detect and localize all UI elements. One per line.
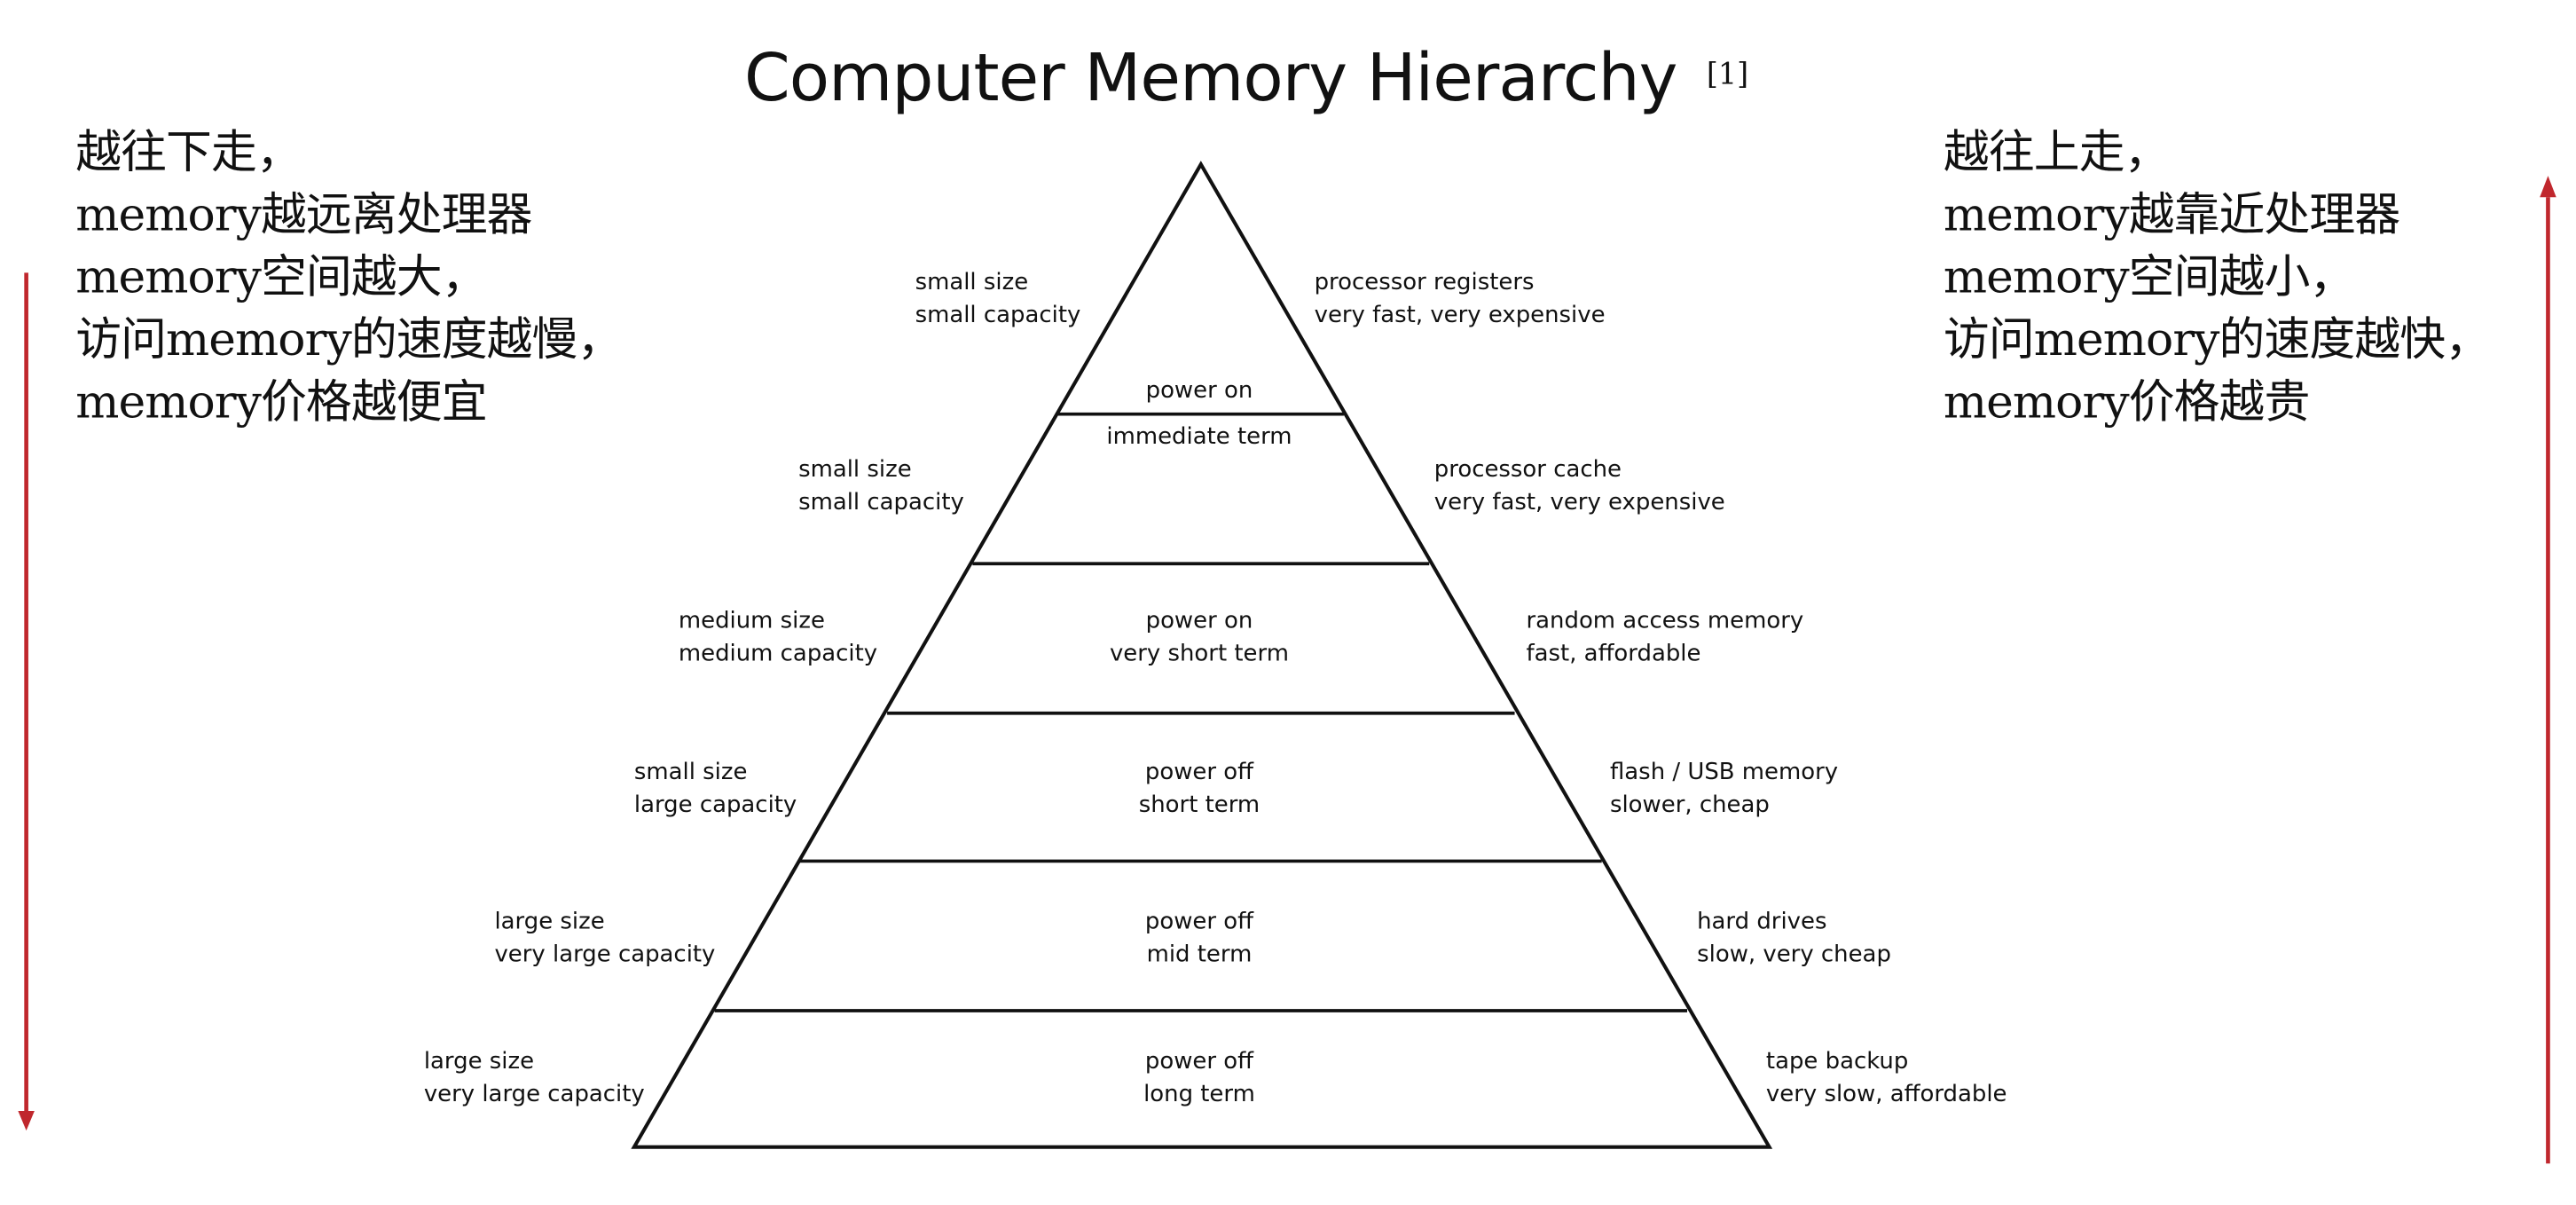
note-right-line: memory空间越小，: [1943, 249, 2355, 304]
label-line: very slow, affordable: [1765, 1081, 2007, 1108]
label-line: hard drives: [1697, 909, 1827, 935]
pyramid-outline: [631, 161, 1773, 1149]
note-right: 越往上走， memory越靠近处理器 memory空间越小， 访问memory的…: [1943, 122, 2491, 434]
level-cache-right-label: processor cache very fast, very expensiv…: [1434, 453, 1725, 519]
label-line: very short term: [1109, 641, 1289, 667]
level-tape-center-label: power off long term: [1143, 1045, 1255, 1111]
level-registers-right-label: processor registers very fast, very expe…: [1315, 266, 1606, 332]
label-line: processor registers: [1314, 269, 1535, 296]
label-line: small capacity: [915, 302, 1081, 329]
title-text: Computer Memory Hierarchy: [743, 41, 1677, 117]
note-left-line: memory空间越大，: [75, 249, 487, 304]
level-flash-center-label: power off short term: [1139, 756, 1260, 822]
label-line: flash / USB memory: [1609, 759, 1839, 786]
level-ram-center-label: power on very short term: [1110, 605, 1289, 671]
label-line: power on: [1145, 608, 1253, 634]
level-flash-left-label: small size large capacity: [634, 756, 797, 822]
note-right-line: memory价格越贵: [1943, 374, 2310, 429]
note-right-line: memory越靠近处理器: [1943, 187, 2400, 242]
label-line: very large capacity: [423, 1081, 645, 1108]
label-line: processor cache: [1433, 456, 1622, 484]
note-left-line: 访问memory的速度越慢，: [75, 311, 623, 366]
label-line: small capacity: [798, 489, 964, 516]
level-flash-right-label: flash / USB memory slower, cheap: [1610, 756, 1838, 822]
label-line: short term: [1138, 792, 1261, 819]
diagram-title: Computer Memory Hierarchy [1]: [744, 33, 1748, 125]
label-line: very fast, very expensive: [1314, 302, 1606, 329]
label-line: slow, very cheap: [1697, 941, 1891, 968]
title-reference: [1]: [1706, 57, 1749, 92]
note-left-line: memory越远离处理器: [75, 187, 532, 242]
level-tape-left-label: large size very large capacity: [424, 1045, 645, 1111]
level-registers-left-label: small size small capacity: [915, 266, 1081, 332]
note-right-line: 访问memory的速度越快，: [1943, 311, 2491, 366]
label-line: power off: [1144, 909, 1254, 935]
label-line: very fast, very expensive: [1433, 489, 1725, 516]
label-line: large size: [494, 909, 605, 935]
label-line: slower, cheap: [1609, 792, 1770, 819]
level-hdd-right-label: hard drives slow, very cheap: [1697, 905, 1891, 971]
label-line: power off: [1144, 1048, 1254, 1075]
label-line: random access memory: [1526, 608, 1804, 634]
label-line: large capacity: [633, 792, 797, 819]
label-line: power off: [1144, 759, 1254, 786]
note-left: 越往下走， memory越远离处理器 memory空间越大， 访问memory的…: [75, 122, 623, 434]
note-left-line: memory价格越便宜: [75, 374, 487, 429]
level-hdd-left-label: large size very large capacity: [494, 905, 715, 971]
label-line: immediate term: [1106, 423, 1292, 451]
label-line: large size: [423, 1048, 535, 1075]
note-left-line: 越往下走，: [75, 124, 302, 179]
label-line: very large capacity: [494, 941, 716, 968]
label-line: medium capacity: [678, 641, 878, 667]
note-right-line: 越往上走，: [1943, 124, 2171, 179]
label-line: mid term: [1146, 941, 1253, 968]
label-line: medium size: [678, 608, 825, 634]
level-cache-center-label: immediate term: [1106, 421, 1292, 453]
label-line: small size: [633, 759, 748, 786]
level-cache-left-label: small size small capacity: [798, 453, 964, 519]
level-tape-right-label: tape backup very slow, affordable: [1766, 1045, 2007, 1111]
level-registers-center-label: power on: [1146, 374, 1253, 407]
level-ram-right-label: random access memory fast, affordable: [1527, 605, 1804, 671]
label-line: fast, affordable: [1526, 641, 1701, 667]
level-ram-left-label: medium size medium capacity: [679, 605, 877, 671]
label-line: small size: [798, 456, 912, 484]
up-arrow-head: [2540, 176, 2556, 198]
label-line: tape backup: [1765, 1048, 1909, 1075]
label-line: power on: [1145, 377, 1253, 405]
label-line: small size: [915, 269, 1029, 296]
label-line: long term: [1143, 1081, 1255, 1108]
level-hdd-center-label: power off mid term: [1145, 905, 1253, 971]
down-arrow-head: [18, 1110, 35, 1131]
